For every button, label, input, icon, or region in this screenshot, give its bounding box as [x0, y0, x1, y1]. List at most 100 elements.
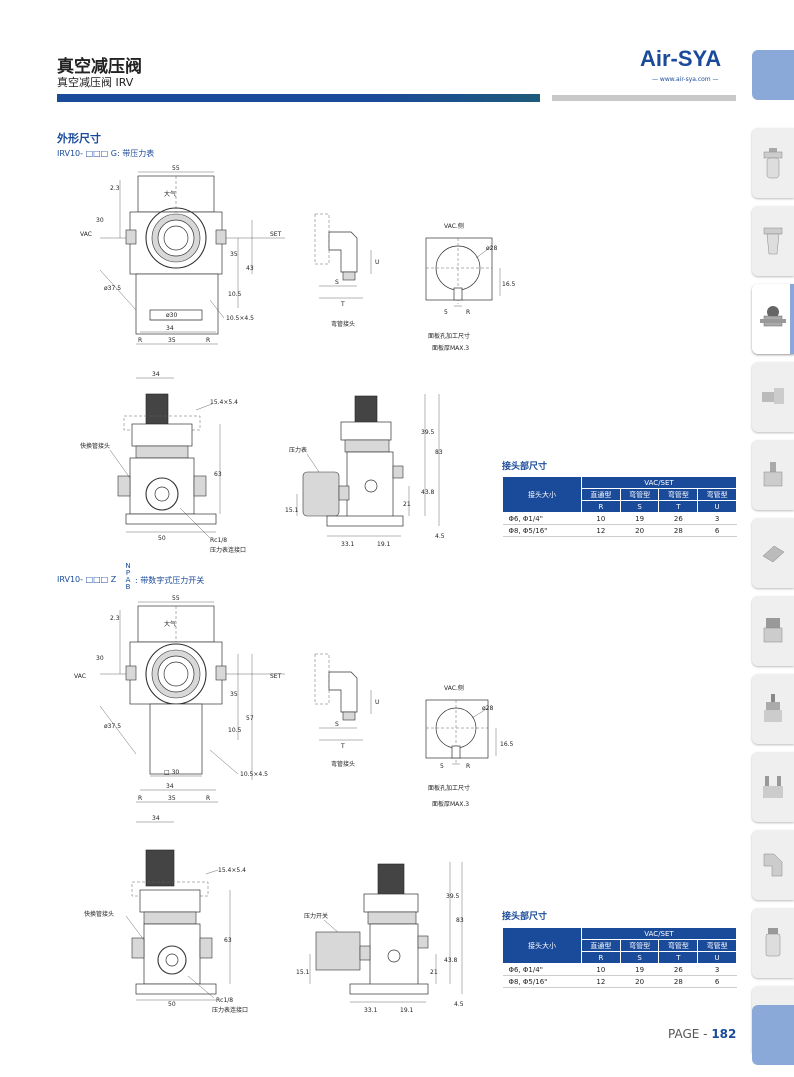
table1-cell: 10 — [581, 512, 621, 525]
fitting-icon — [762, 388, 784, 404]
drawing-elbow-1: S T U 弯管接头 — [314, 213, 379, 328]
panel2-5: 5 — [440, 763, 444, 770]
top2-vac: VAC — [74, 673, 86, 680]
panel1-5: 5 — [444, 309, 448, 316]
vac-label: VAC — [80, 231, 92, 238]
elbow2-u: U — [375, 699, 379, 706]
brand-url: — www.air-sya.com — — [652, 76, 719, 83]
side1-43-8: 43.8 — [421, 489, 435, 496]
side-tab-regulator[interactable] — [752, 284, 794, 354]
table2-cell: 12 — [581, 975, 621, 988]
tube-icon — [762, 545, 785, 563]
top2-bottom-35: 35 — [168, 795, 176, 802]
table2-type-r: 直通型 — [581, 939, 621, 952]
front1-rc: Rc1/8 — [210, 537, 227, 544]
side-tab-fitting[interactable] — [752, 362, 794, 432]
side1-4-5: 4.5 — [435, 533, 445, 540]
table1-row-header: 接头大小 — [501, 476, 583, 513]
table1-type-u: 弯管型 — [697, 488, 737, 501]
model-g-label: IRV10- □□□ G: 带压力表 — [57, 149, 155, 158]
table1-size: Φ8, Φ5/16" — [502, 524, 582, 537]
top2-34: 34 — [166, 783, 174, 790]
side1-15-1: 15.1 — [285, 507, 299, 514]
table1-cell: 19 — [620, 512, 659, 525]
table1-cell: 3 — [697, 512, 737, 525]
front2-63: 63 — [224, 937, 232, 944]
drawing-side-view-gauge: 压力表 39.5 83 43.8 21 15.1 33.1 19.1 4.5 — [285, 394, 445, 548]
table2-type-t: 弯管型 — [658, 939, 699, 952]
filter-icon — [763, 148, 783, 179]
side1-83: 83 — [435, 449, 443, 456]
set-label: SET — [270, 231, 282, 238]
panel2-phi: ø28 — [482, 705, 493, 712]
regulator-icon — [760, 306, 786, 327]
table1-letter-r: R — [581, 500, 621, 513]
model-z-label: IRV10- □□□ Z — [57, 575, 117, 584]
dim-slot: 10.5×4.5 — [226, 315, 254, 322]
side-tab-valve[interactable] — [752, 440, 794, 510]
table1-letter-t: T — [658, 500, 699, 513]
panel1-phi: ø28 — [486, 245, 497, 252]
table-row: Φ6, Φ1/4" 10 19 26 3 — [502, 512, 737, 525]
side-tab-solenoid[interactable] — [752, 596, 794, 666]
side-tab-lubricator[interactable] — [752, 206, 794, 276]
front1-slot: 15.4×5.4 — [210, 399, 238, 406]
panel1-r: R — [466, 309, 470, 316]
elbow2-label: 弯管接头 — [331, 760, 355, 768]
table2-cell: 19 — [620, 963, 659, 976]
elbow2-t: T — [340, 743, 345, 750]
table2-title: 接头部尺寸 — [502, 912, 548, 922]
side-tab-cylinder[interactable] — [752, 674, 794, 744]
dim-phi30: ø30 — [166, 312, 177, 319]
drawing-panel-2: VAC.侧 ø28 16.5 5 R 面板孔加工尺寸 面板厚MAX.3 — [425, 684, 514, 808]
top2-atm: 大气 — [164, 620, 176, 628]
side-tab-muffler[interactable] — [752, 908, 794, 978]
elbow1-s: S — [335, 279, 339, 286]
top2-10-5: 10.5 — [228, 727, 242, 734]
table1-cell: 26 — [658, 512, 698, 525]
table1-letter-u: U — [697, 500, 737, 513]
front2-slot: 15.4×5.4 — [218, 867, 246, 874]
table2-letter-r: R — [581, 951, 621, 964]
side1-39-5: 39.5 — [421, 429, 435, 436]
top2-30: 30 — [96, 655, 104, 662]
side-tab-tube[interactable] — [752, 518, 794, 588]
side-tab-filter[interactable] — [752, 128, 794, 198]
table2-type-u: 弯管型 — [697, 939, 737, 952]
table-row: Φ8, Φ5/16" 12 20 28 6 — [502, 975, 737, 988]
top2-35: 35 — [230, 691, 238, 698]
panel1-note1: 面板孔加工尺寸 — [428, 332, 470, 340]
top2-phi37-5: ø37.5 — [104, 723, 121, 730]
top2-2-3: 2.3 — [110, 615, 120, 622]
table1-type-t: 弯管型 — [658, 488, 699, 501]
header-bar-grey — [552, 95, 736, 101]
dim-30: 30 — [96, 217, 104, 224]
drawing-panel-1: VAC.侧 ø28 16.5 5 R 面板孔加工尺寸 面板厚MAX.3 — [425, 222, 516, 352]
drawing-front-view-gauge: 34 15.4×5.4 快换管接头 63 50 Rc1/8 压力表连接口 — [80, 371, 246, 554]
dim-r-left: R — [138, 337, 142, 344]
front1-50: 50 — [158, 535, 166, 542]
side-tab-list — [752, 128, 794, 1064]
side2-43-8: 43.8 — [444, 957, 458, 964]
table-row: Φ8, Φ5/16" 12 20 28 6 — [502, 524, 737, 537]
table2-cell: 20 — [620, 975, 659, 988]
drawing-side-view-switch: 压力开关 39.5 83 43.8 21 15.1 33.1 19.1 4.5 — [296, 862, 464, 1014]
table2-letter-u: U — [697, 951, 737, 964]
side-tab-elbow[interactable] — [752, 830, 794, 900]
top2-r-left: R — [138, 795, 142, 802]
side-tab-gripper[interactable] — [752, 752, 794, 822]
dim-43: 43 — [246, 265, 254, 272]
table1-type-s: 弯管型 — [619, 488, 660, 501]
side2-19-1: 19.1 — [400, 1007, 414, 1014]
panel1-title: VAC.侧 — [444, 222, 464, 230]
table2-cell: 26 — [658, 963, 698, 976]
top2-slot: 10.5×4.5 — [240, 771, 268, 778]
elbow1-label: 弯管接头 — [331, 320, 355, 328]
table2-col-group: VAC/SET — [581, 927, 737, 940]
table2-size: Φ8, Φ5/16" — [502, 975, 582, 988]
side2-21: 21 — [430, 969, 438, 976]
side-tab-bottom[interactable] — [752, 1005, 794, 1065]
dim-r-right: R — [206, 337, 210, 344]
side-tab-top[interactable] — [752, 50, 794, 100]
code-n: N — [125, 562, 131, 570]
